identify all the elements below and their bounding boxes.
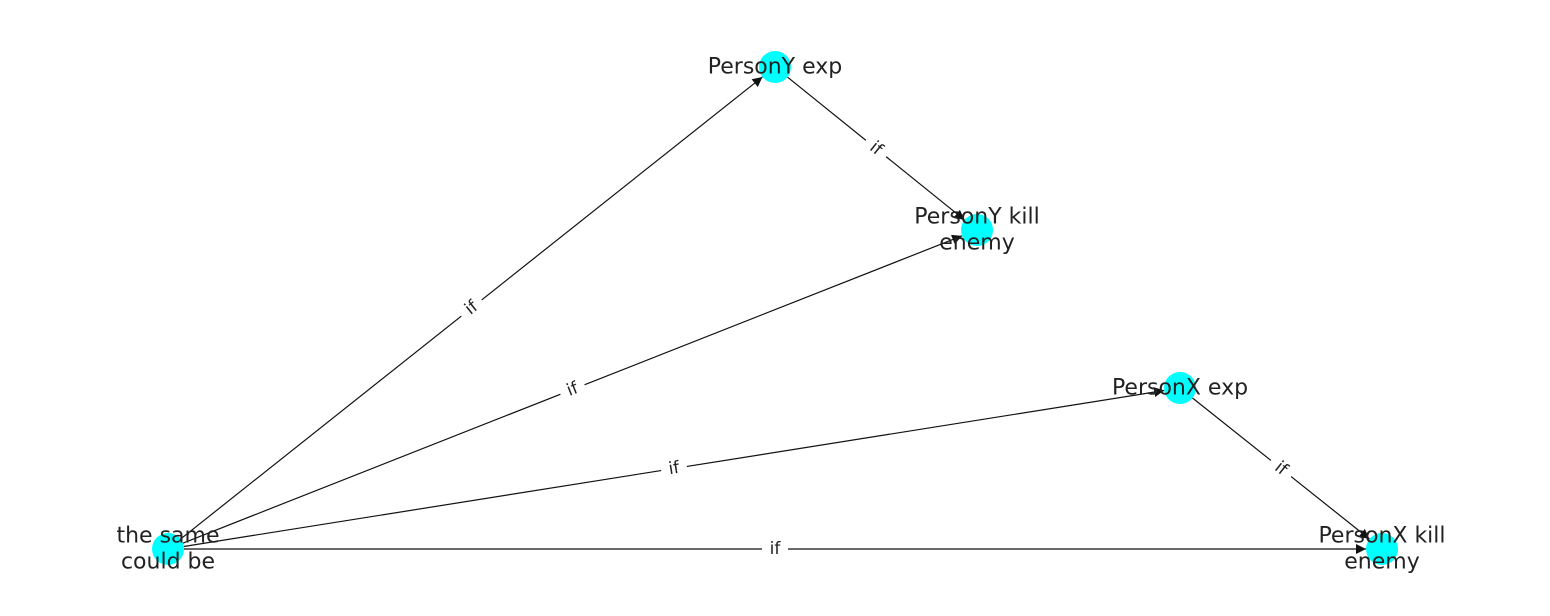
edge-label-same-to-px-kill: if	[762, 537, 788, 561]
node-label-line: enemy	[1344, 550, 1419, 575]
edge-label-background	[858, 130, 894, 167]
node-label-py_exp: PersonY exp	[708, 55, 843, 80]
edge-label-same-to-px-exp: if	[659, 454, 689, 483]
edge-label-text: if	[667, 458, 682, 480]
node-label-line: could be	[121, 550, 215, 575]
edge-label-same-to-py-exp: if	[453, 290, 490, 326]
edge-label-background	[556, 373, 589, 406]
edge-label-text: if	[770, 539, 782, 559]
node-py_exp	[759, 51, 791, 83]
edges-layer	[180, 76, 1370, 554]
node-label-line: PersonX exp	[1112, 376, 1248, 401]
nodes-layer	[152, 51, 1398, 565]
node-label-line: enemy	[939, 231, 1014, 256]
edge-label-same-to-py-kill: if	[556, 373, 589, 406]
edge-label-py-exp-to-py-kill: if	[858, 130, 894, 167]
node-label-line: PersonY exp	[708, 55, 843, 80]
node-label-line: the same	[116, 524, 219, 549]
edge-labels-layer: if if if if if if	[453, 130, 1299, 561]
node-label-px_exp: PersonX exp	[1112, 376, 1248, 401]
edge-label-px-exp-to-px-kill: if	[1263, 451, 1299, 486]
node-py_kill	[961, 214, 993, 246]
edge-label-background	[762, 537, 788, 561]
edge-label-background	[453, 290, 490, 326]
edge-label-background	[1263, 451, 1299, 486]
node-label-line: PersonY kill	[914, 205, 1039, 230]
edge-label-background	[659, 454, 689, 483]
node-same	[152, 533, 184, 565]
node-px_exp	[1164, 372, 1196, 404]
node-px_kill	[1366, 533, 1398, 565]
node-label-line: PersonX kill	[1318, 524, 1445, 549]
